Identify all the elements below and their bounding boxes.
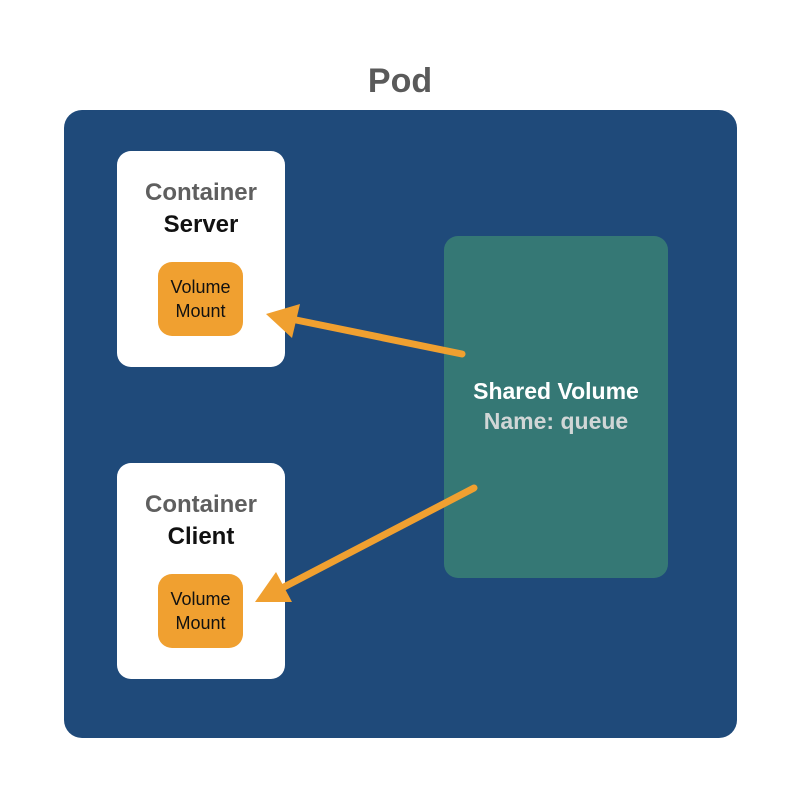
- shared-volume-title: Shared Volume: [473, 378, 639, 404]
- container-name-label: Client: [167, 523, 235, 550]
- container-server[interactable]: Container Server Volume Mount: [117, 151, 285, 367]
- shared-volume[interactable]: Shared Volume Name: queue: [444, 236, 668, 578]
- container-kind-label: Container: [144, 491, 257, 518]
- container-kind-label: Container: [144, 179, 257, 206]
- container-client[interactable]: Container Client Volume Mount: [117, 463, 285, 679]
- mount-label-line1: Volume: [170, 589, 231, 609]
- container-name-label: Server: [163, 211, 239, 238]
- mount-label-line2: Mount: [175, 301, 226, 321]
- arrow-to-client-mount: [255, 484, 478, 602]
- mount-label-line1: Volume: [170, 277, 231, 297]
- volume-mount-server[interactable]: Volume Mount: [158, 262, 243, 336]
- shared-volume-name: Name: queue: [483, 408, 629, 434]
- pod-title: Pod: [367, 62, 433, 100]
- mount-label-line2: Mount: [175, 613, 226, 633]
- volume-mount-client[interactable]: Volume Mount: [158, 574, 243, 648]
- arrow-to-server-mount: [266, 304, 466, 358]
